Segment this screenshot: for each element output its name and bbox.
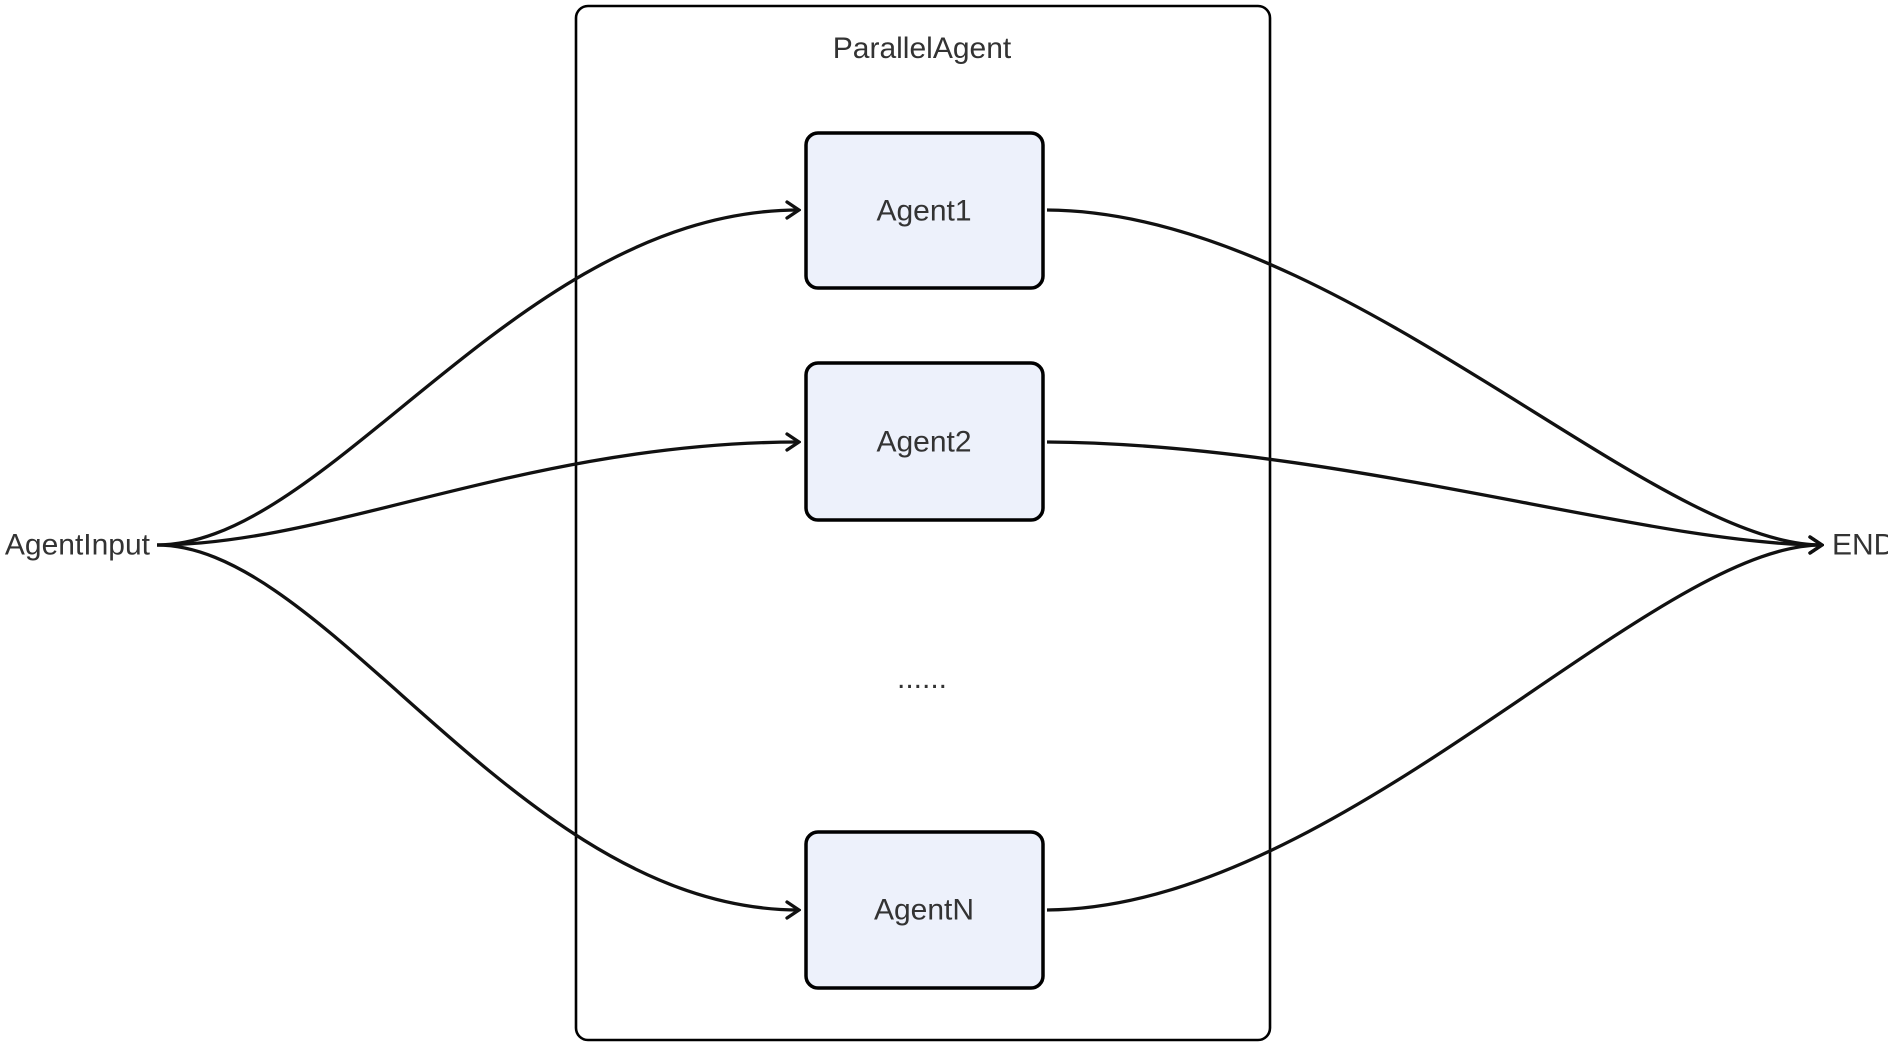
node-agentn-box	[804, 830, 1045, 990]
node-agent2-box	[804, 361, 1045, 522]
edge-agent1-to-end	[1046, 208, 1822, 545]
node-agent1: Agent1	[804, 131, 1045, 290]
node-agent2-label: Agent2	[876, 426, 971, 459]
edge-input-to-agent1	[156, 210, 799, 547]
node-agent1-label: Agent1	[876, 195, 971, 228]
ellipsis-label: ......	[897, 662, 947, 695]
edge-input-to-agent2	[156, 442, 799, 547]
edge-agent2-to-end	[1046, 440, 1822, 545]
node-agent2: Agent2	[804, 361, 1045, 522]
node-agentn: AgentN	[804, 830, 1045, 990]
node-agentn-label: AgentN	[874, 894, 974, 927]
edge-agentn-to-end	[1046, 545, 1822, 912]
edge-input-to-agentn	[156, 543, 799, 910]
parallel-agent-container	[574, 4, 1272, 1042]
parallel-agent-title: ParallelAgent	[833, 32, 1012, 65]
node-agent1-box	[804, 131, 1045, 290]
agent-input-label: AgentInput	[5, 529, 151, 562]
end-label: END	[1832, 529, 1888, 562]
